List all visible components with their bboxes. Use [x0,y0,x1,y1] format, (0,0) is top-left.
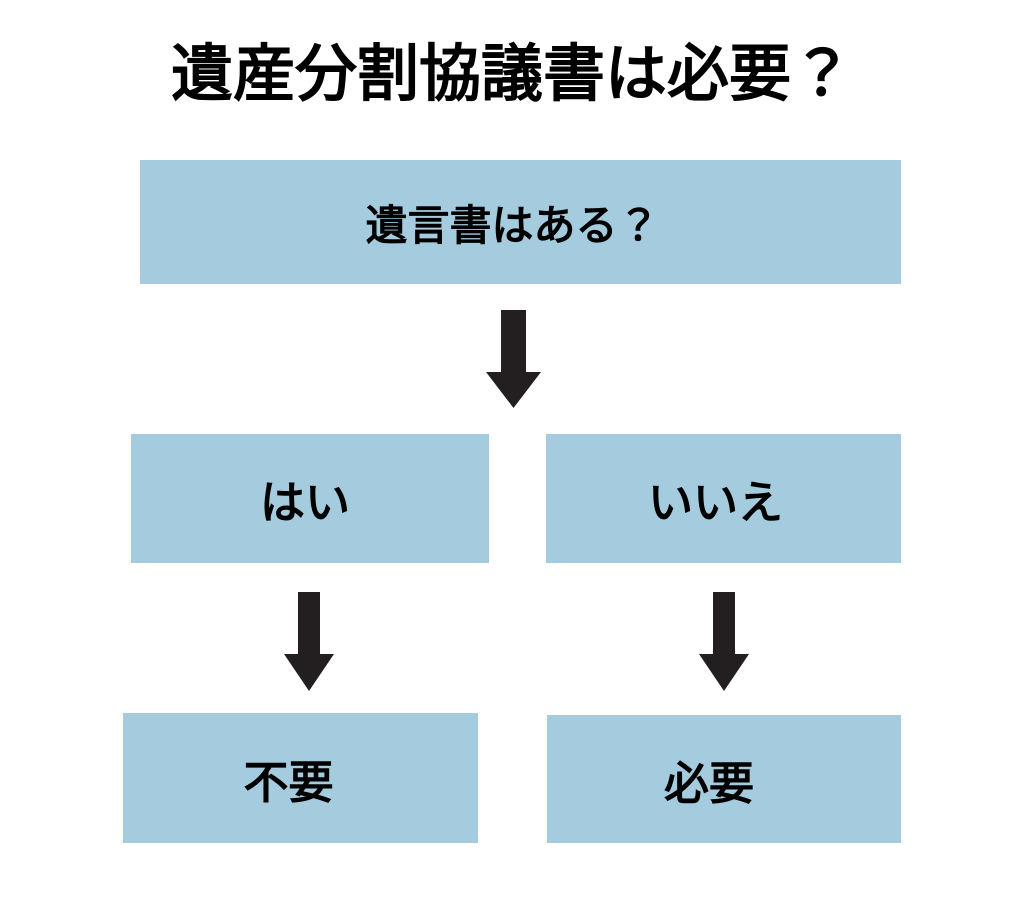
flow-node-outcome-not-required[interactable]: 不要 [123,713,478,843]
flow-node-label: 遺言書はある？ [365,200,660,250]
flow-node-answer-no[interactable]: いいえ [546,434,901,563]
flow-node-label: 必要 [663,756,754,810]
flow-node-outcome-required[interactable]: 必要 [547,715,901,843]
flow-node-label: はい [259,476,350,529]
flow-node-root-question[interactable]: 遺言書はある？ [140,160,901,284]
flow-node-label: いいえ [647,476,783,529]
flow-node-label: 不要 [243,755,334,809]
arrow-down-icon [486,310,541,408]
arrow-down-icon [699,592,749,691]
arrow-down-icon [284,592,334,691]
page-title: 遺産分割協議書は必要？ [170,37,853,110]
flow-node-answer-yes[interactable]: はい [131,434,489,563]
